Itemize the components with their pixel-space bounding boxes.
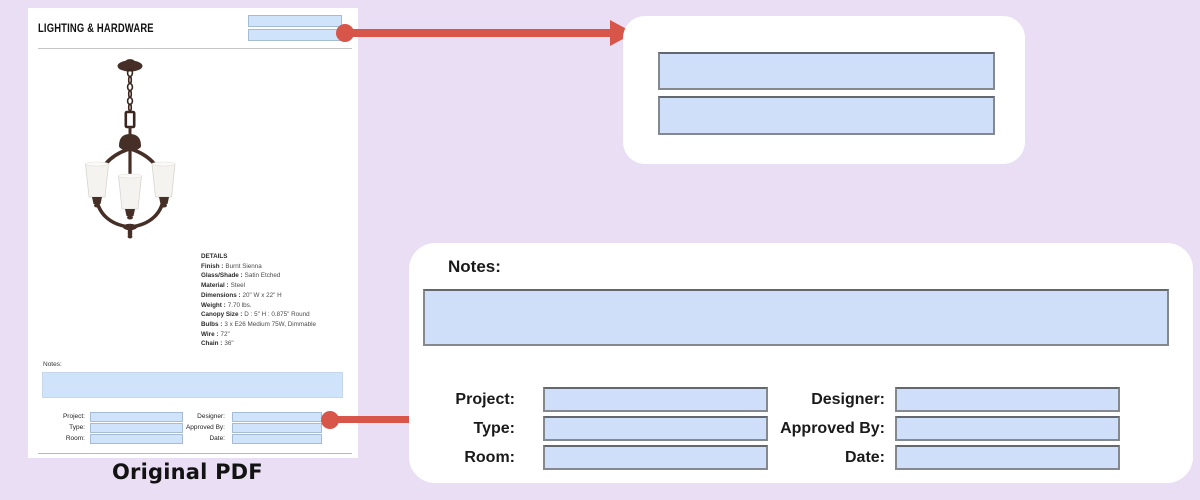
approved-by-field[interactable]: [895, 416, 1120, 441]
original-pdf-caption: Original PDF: [112, 460, 263, 484]
pdf-header-field-2[interactable]: [248, 29, 342, 41]
date-field[interactable]: [895, 445, 1120, 470]
pdf-page: LIGHTING & HARDWARE: [28, 8, 358, 458]
header-divider: [38, 48, 352, 49]
pdf-approved-by-field[interactable]: [232, 423, 322, 433]
pdf-date-field[interactable]: [232, 434, 322, 444]
detail-row: Finish :Burnt Sienna: [201, 262, 262, 270]
pdf-date-label: Date:: [209, 435, 225, 442]
notes-field[interactable]: [423, 289, 1169, 346]
arrow-shaft-bottom: [330, 416, 434, 423]
pdf-project-label: Project:: [62, 413, 85, 420]
type-field[interactable]: [543, 416, 768, 441]
callout-header-field-2[interactable]: [658, 96, 995, 135]
pdf-project-field[interactable]: [90, 412, 183, 422]
designer-label: Designer:: [811, 391, 885, 408]
date-label: Date:: [844, 449, 885, 466]
project-label: Project:: [455, 391, 515, 408]
room-label: Room:: [464, 449, 515, 466]
room-field[interactable]: [543, 445, 768, 470]
detail-row: Material :Steel: [201, 282, 246, 290]
arrow-shaft-top: [345, 29, 612, 37]
pdf-room-label: Room:: [65, 435, 85, 442]
details-heading: DETAILS: [201, 253, 228, 260]
pdf-title: LIGHTING & HARDWARE: [38, 23, 154, 35]
pdf-type-label: Type:: [69, 424, 85, 431]
pdf-type-field[interactable]: [90, 423, 183, 433]
header-fields-callout: [623, 16, 1025, 164]
detail-row: Chain :36": [201, 340, 234, 348]
pdf-designer-field[interactable]: [232, 412, 322, 422]
detail-row: Wire :72": [201, 330, 230, 338]
pdf-header-field-1[interactable]: [248, 15, 342, 27]
pdf-room-field[interactable]: [90, 434, 183, 444]
project-field[interactable]: [543, 387, 768, 412]
product-details-block: DETAILS Finish :Burnt Sienna Glass/Shade…: [201, 252, 353, 349]
detail-row: Canopy Size :D : 5" H : 0.875" Round: [201, 311, 310, 319]
detail-row: Glass/Shade :Satin Etched: [201, 272, 281, 280]
pdf-notes-field[interactable]: [42, 372, 343, 398]
detail-row: Bulbs :3 x E26 Medium 75W, Dimmable: [201, 320, 317, 328]
chandelier-product-image: [85, 59, 176, 239]
notes-label: Notes:: [448, 257, 501, 276]
form-fields-callout: Notes: Project: Type: Room: Designer: Ap…: [409, 243, 1193, 483]
callout-header-field-1[interactable]: [658, 52, 995, 90]
footer-divider: [38, 453, 352, 454]
pdf-approved-by-label: Approved By:: [185, 424, 225, 431]
pdf-designer-label: Designer:: [197, 413, 225, 420]
designer-field[interactable]: [895, 387, 1120, 412]
detail-row: Dimensions :20" W x 22" H: [201, 291, 282, 299]
approved-by-label: Approved By:: [780, 420, 885, 437]
type-label: Type:: [473, 420, 515, 437]
pdf-notes-label: Notes:: [43, 361, 62, 368]
detail-row: Weight :7.70 lbs.: [201, 301, 252, 309]
